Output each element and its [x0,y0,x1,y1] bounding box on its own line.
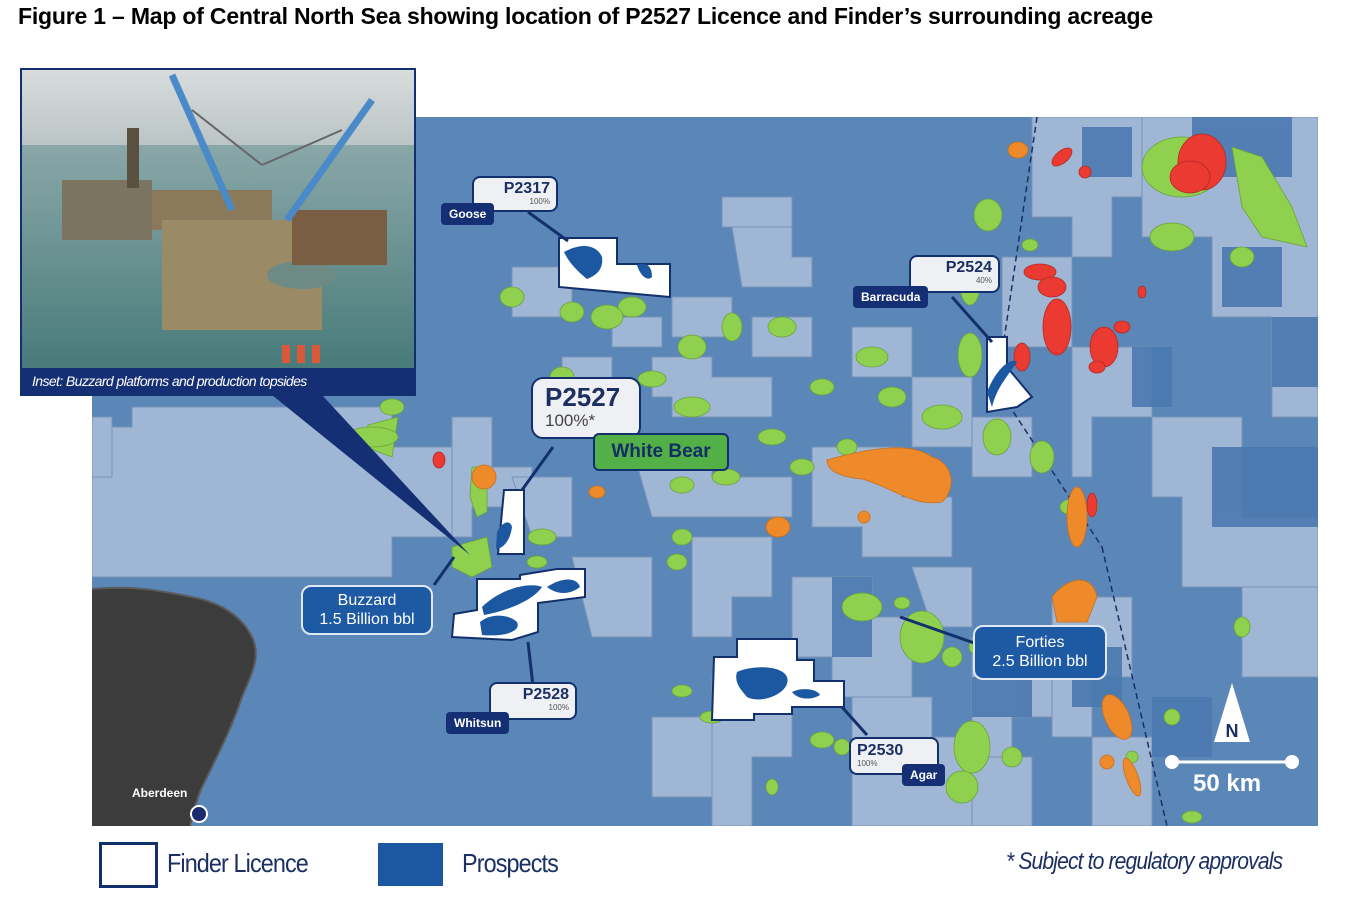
figure-title: Figure 1 – Map of Central North Sea show… [18,3,1153,29]
gas-fields-layer [432,133,1227,518]
map-canvas[interactable]: N [92,117,1318,826]
dark-blocks-layer [832,117,1318,757]
inset-caption: Inset: Buzzard platforms and production … [22,368,414,394]
north-arrow-icon [1214,683,1250,742]
licence-callout-p2527[interactable]: P2527 100%* [531,377,641,439]
inset-pointer [272,395,470,555]
licence-callout-p2530[interactable]: P2530 100% [849,737,939,775]
inset-photo: Inset: Buzzard platforms and production … [20,68,416,396]
prospect-tag-barracuda[interactable]: Barracuda [853,286,929,308]
field-label-forties[interactable]: Forties 2.5 Billion bbl [973,625,1107,680]
legend-swatch-prospects [378,843,443,886]
licence-code: P2530 [857,742,904,759]
scale-label: 50 km [1193,770,1262,797]
city-marker-icon[interactable] [190,805,208,823]
callout-leaders [432,210,994,736]
condensate-fields-layer [471,141,1142,797]
finder-licence-p2528[interactable] [450,568,586,642]
field-volume: 2.5 Billion bbl [992,653,1088,670]
legend-swatch-finder-licence [99,842,158,888]
field-name: Forties [1015,634,1065,651]
field-volume: 1.5 Billion bbl [319,611,415,628]
prospect-tag-whitsun[interactable]: Whitsun [446,712,510,734]
finder-licence-p2530[interactable] [710,638,845,721]
licence-equity: 100%* [545,411,596,430]
licence-code: P2524 [945,259,992,276]
licence-code: P2317 [503,180,550,197]
prospect-tag-goose[interactable]: Goose [441,203,495,225]
licence-equity: 100% [529,197,550,206]
finder-licence-p2524[interactable] [986,336,1034,414]
platform-photo-illustration [22,70,414,394]
legend-label-finder-licence: Finder Licence [167,848,309,878]
map-layer: N [92,117,1318,826]
licence-equity: 100% [548,703,569,712]
field-label-buzzard[interactable]: Buzzard 1.5 Billion bbl [301,585,433,635]
licence-code: P2528 [522,686,569,703]
regulatory-note: * Subject to regulatory approvals [1006,848,1283,875]
legend-label-prospects: Prospects [462,848,559,878]
scotland-coastline [92,587,256,826]
licence-equity: 100% [857,759,878,768]
prospect-tag-agar[interactable]: Agar [902,764,946,786]
finder-licence-p2527[interactable] [496,489,525,555]
prospect-tag-white-bear[interactable]: White Bear [593,433,729,471]
licence-code: P2527 [545,382,621,412]
field-name: Buzzard [337,592,397,609]
licence-equity: 40% [975,276,992,285]
finder-licence-p2317[interactable] [558,237,671,299]
north-label: N [1226,721,1239,741]
city-label-aberdeen: Aberdeen [132,786,188,800]
